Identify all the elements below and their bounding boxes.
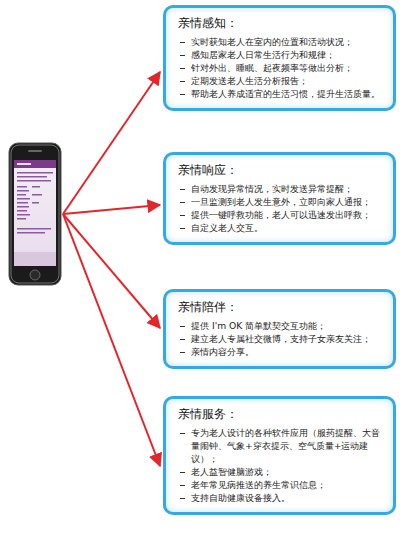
bullet-row: 自定义老人交互。: [178, 221, 385, 234]
bullet-row: 老人益智健脑游戏；: [178, 465, 385, 478]
arrows: [63, 72, 160, 466]
bullet-text: 定期发送老人生活分析报告；: [191, 74, 385, 87]
arrow: [63, 72, 160, 214]
bullet-text: 自动发现异常情况，实时发送异常提醒；: [191, 182, 385, 195]
bullet-row: 定期发送老人生活分析报告；: [178, 74, 385, 87]
bullet-row: 感知居家老人日常生活行为和规律；: [178, 48, 385, 61]
bullet-text: 感知居家老人日常生活行为和规律；: [191, 48, 385, 61]
box-heading: 亲情感知：: [178, 15, 385, 31]
bullet-text: 建立老人专属社交微博，支持子女亲友关注；: [191, 332, 385, 345]
bullet-dash: [180, 228, 185, 229]
arrow: [63, 214, 160, 328]
bullet-row: 建立老人专属社交微博，支持子女亲友关注；: [178, 332, 385, 345]
bullet-row: 老年常见病推送的养生常识信息；: [178, 478, 385, 491]
bullet-dash: [180, 55, 185, 56]
bullet-dash: [180, 202, 185, 203]
box-heading: 亲情响应：: [178, 162, 385, 178]
bullet-text: 自定义老人交互。: [191, 221, 385, 234]
bullet-dash: [180, 472, 185, 473]
bullet-dash: [180, 485, 185, 486]
bullet-dash: [180, 433, 185, 434]
bullet-row: 亲情内容分享。: [178, 345, 385, 358]
box-heading: 亲情陪伴：: [178, 299, 385, 315]
bullet-row: 专为老人设计的各种软件应用（服药提醒、大音量闹钟、气象+穿衣提示、空气质量+运动…: [178, 426, 385, 465]
bullet-row: 自动发现异常情况，实时发送异常提醒；: [178, 182, 385, 195]
bullet-text: 亲情内容分享。: [191, 345, 385, 358]
bullet-text: 提供一键呼救功能，老人可以迅速发出呼救；: [191, 208, 385, 221]
bullet-text: 专为老人设计的各种软件应用（服药提醒、大音量闹钟、气象+穿衣提示、空气质量+运动…: [191, 426, 385, 465]
bullet-dash: [180, 352, 185, 353]
bullet-text: 一旦监测到老人发生意外，立即向家人通报；: [191, 195, 385, 208]
bullet-row: 提供一键呼救功能，老人可以迅速发出呼救；: [178, 208, 385, 221]
bullet-dash: [180, 94, 185, 95]
bullet-row: 实时获知老人在室内的位置和活动状况；: [178, 35, 385, 48]
feature-box: 亲情服务： 专为老人设计的各种软件应用（服药提醒、大音量闹钟、气象+穿衣提示、空气…: [163, 396, 396, 515]
bullet-dash: [180, 81, 185, 82]
bullet-dash: [180, 215, 185, 216]
bullet-dash: [180, 339, 185, 340]
bullet-text: 支持自助健康设备接入。: [191, 491, 385, 504]
bullet-dash: [180, 498, 185, 499]
bullet-dash: [180, 189, 185, 190]
bullet-dash: [180, 42, 185, 43]
feature-box: 亲情感知： 实时获知老人在室内的位置和活动状况；感知居家老人日常生活行为和规律；针…: [163, 5, 396, 111]
bullet-text: 针对外出、睡眠、起夜频率等做出分析；: [191, 61, 385, 74]
bullet-row: 针对外出、睡眠、起夜频率等做出分析；: [178, 61, 385, 74]
feature-box: 亲情陪伴： 提供 I'm OK 简单默契交互功能；建立老人专属社交微博，支持子女亲…: [163, 289, 396, 369]
bullet-row: 提供 I'm OK 简单默契交互功能；: [178, 319, 385, 332]
bullet-dash: [180, 68, 185, 69]
bullet-text: 老人益智健脑游戏；: [191, 465, 385, 478]
bullet-text: 老年常见病推送的养生常识信息；: [191, 478, 385, 491]
bullet-row: 一旦监测到老人发生意外，立即向家人通报；: [178, 195, 385, 208]
bullet-text: 帮助老人养成适宜的生活习惯，提升生活质量。: [191, 87, 385, 100]
phone-illustration: [9, 143, 61, 285]
box-heading: 亲情服务：: [178, 406, 385, 422]
bullet-dash: [180, 326, 185, 327]
arrow: [63, 214, 160, 466]
bullet-row: 支持自助健康设备接入。: [178, 491, 385, 504]
arrow: [63, 205, 160, 214]
feature-box: 亲情响应： 自动发现异常情况，实时发送异常提醒；一旦监测到老人发生意外，立即向家人…: [163, 152, 396, 245]
bullet-text: 实时获知老人在室内的位置和活动状况；: [191, 35, 385, 48]
bullet-row: 帮助老人养成适宜的生活习惯，提升生活质量。: [178, 87, 385, 100]
bullet-text: 提供 I'm OK 简单默契交互功能；: [191, 319, 385, 332]
